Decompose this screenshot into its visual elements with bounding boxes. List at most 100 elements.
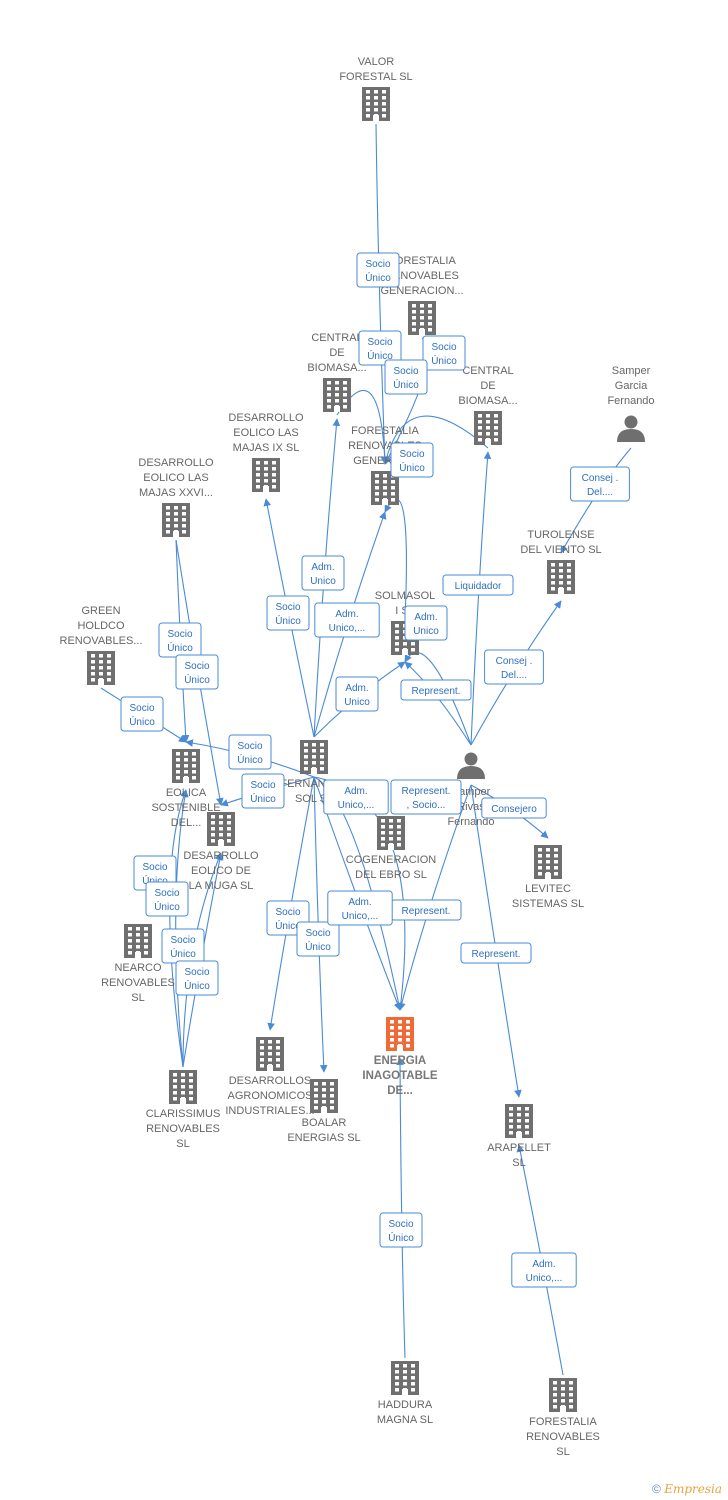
footer-brand[interactable]: © Empresia	[652, 1482, 722, 1496]
building-icon	[252, 458, 280, 492]
edge-label-box	[511, 1252, 577, 1288]
edge-label-box	[442, 574, 514, 596]
node-label: DESARROLLO	[228, 412, 304, 424]
node-label: SISTEMAS SL	[512, 898, 584, 910]
edge-label-text: Unico	[344, 697, 370, 708]
node-energia[interactable]: ENERGIAINAGOTABLEDE...	[362, 1017, 438, 1097]
edge-label-text: Adm.	[344, 786, 367, 797]
node-label: DEL...	[171, 817, 202, 829]
node-central1[interactable]: CENTRALDEBIOMASA...	[307, 332, 367, 412]
edge-label[interactable]: Adm.Unico	[301, 555, 345, 591]
edge-label-text: Adm.	[414, 612, 437, 623]
node-des-agro[interactable]: DESARROLLOSAGRONOMICOSINDUSTRIALES...	[225, 1037, 315, 1117]
edge-label-text: Adm.	[335, 609, 358, 620]
edge-label[interactable]: Adm.Unico,...	[511, 1252, 577, 1288]
node-label: SOLMASOL	[375, 590, 436, 602]
edge-label[interactable]: Adm.Unico,...	[327, 890, 393, 926]
node-label: CENTRAL	[311, 332, 362, 344]
edge-label[interactable]: Consejero	[481, 797, 547, 819]
node-levitec[interactable]: LEVITEC SISTEMAS SL	[512, 845, 584, 910]
node-label: EOLICA	[166, 787, 207, 799]
node-label: DE	[329, 347, 344, 359]
edge-line[interactable]	[404, 652, 472, 746]
node-label: SOSTENIBLE	[151, 802, 220, 814]
edge-label[interactable]: Represent., Socio...	[390, 779, 462, 815]
node-label: DEL VIENTO SL	[520, 544, 601, 556]
edge-label-text: Único	[167, 641, 193, 654]
edge-line[interactable]	[404, 661, 472, 746]
node-eolica[interactable]: EOLICA SOSTENIBLE DEL...	[151, 749, 221, 829]
edge-label[interactable]: Adm.Unico,...	[323, 779, 389, 815]
edge-label[interactable]: Represent.	[400, 679, 472, 701]
node-label: RENOVABLES	[101, 977, 175, 989]
node-green[interactable]: GREENHOLDCORENOVABLES...	[60, 605, 143, 685]
edge-label[interactable]: Consej .Del....	[570, 466, 630, 502]
relationship-edge[interactable]	[404, 652, 472, 746]
edge-label[interactable]: Consej .Del....	[484, 649, 544, 685]
edge-line[interactable]	[470, 784, 522, 1098]
edge-label-text: Consejero	[491, 804, 537, 815]
edge-label-text: Represent.	[412, 686, 461, 697]
building-icon	[323, 378, 351, 412]
relationship-edge[interactable]	[396, 1057, 406, 1359]
node-forestalia-gen-top[interactable]: FORESTALIARENOVABLESGENERACION...	[380, 255, 464, 335]
edge-line[interactable]	[396, 1057, 406, 1359]
node-label: RENOVABLES	[146, 1123, 220, 1135]
node-label: DESARROLLOS	[229, 1075, 312, 1087]
relationship-edge[interactable]	[470, 784, 522, 1098]
edge-label-text: Unico	[310, 576, 336, 587]
edge-label-text: Único	[237, 753, 263, 766]
edge-label-box	[400, 679, 472, 701]
edge-label[interactable]: Adm.Unico	[335, 676, 379, 712]
node-label: CENTRAL	[462, 365, 513, 377]
edge-label-text: Socio	[237, 741, 262, 752]
node-label: LEVITEC	[525, 883, 571, 895]
edge-label[interactable]: Adm.Unico	[404, 605, 448, 641]
edge-label[interactable]: Represent.	[460, 942, 532, 964]
edge-label-text: Represent.	[472, 949, 521, 960]
edge-label[interactable]: Adm.Unico,...	[314, 602, 380, 638]
building-icon	[408, 301, 436, 335]
relationship-edge[interactable]	[404, 661, 472, 746]
edge-line[interactable]	[470, 451, 492, 746]
edge-label[interactable]: Liquidador	[442, 574, 514, 596]
relationship-edge[interactable]	[470, 451, 492, 746]
node-label: SL	[176, 1138, 189, 1150]
edge-label-text: , Socio...	[407, 800, 446, 811]
node-central2[interactable]: CENTRALDEBIOMASA...	[458, 365, 518, 445]
edge-label-box	[484, 649, 544, 685]
edge-label-text: Socio	[365, 259, 390, 270]
edge-label[interactable]: Represent.	[390, 899, 462, 921]
edge-label-box	[481, 797, 547, 819]
